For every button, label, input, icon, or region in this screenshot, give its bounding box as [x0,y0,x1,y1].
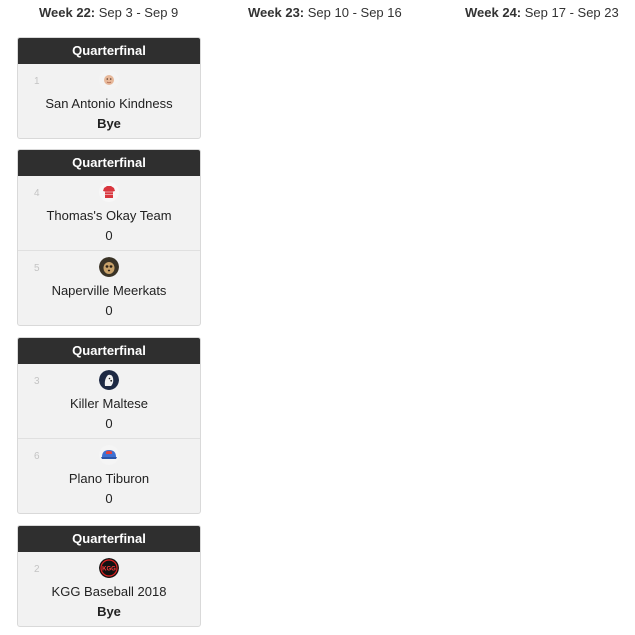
team-row[interactable]: 1 San Antonio Kindness Bye [18,64,200,138]
team-score: 0 [105,416,113,431]
team-row[interactable]: 3 Killer Maltese 0 [18,364,200,438]
matchup-card[interactable]: Quarterfinal 3 Killer Maltese 0 6 Plano … [17,337,201,514]
week-24-header: Week 24: Sep 17 - Sep 23 [465,5,619,20]
matchup-title: Quarterfinal [18,150,200,176]
week-label: Week 22: [39,5,96,20]
meerkat-icon [99,257,119,277]
week-range: Sep 3 - Sep 9 [98,5,179,20]
maltese-dog-icon [99,370,119,390]
seed-number: 1 [34,76,40,87]
week-header-row: Week 22: Sep 3 - Sep 9 Week 23: Sep 10 -… [0,0,635,30]
week-23-header: Week 23: Sep 10 - Sep 16 [248,5,402,20]
team-name: San Antonio Kindness [45,96,173,111]
week-label: Week 23: [248,5,305,20]
matchup-title: Quarterfinal [18,526,200,552]
team-name: Thomas's Okay Team [46,208,172,223]
team-score: Bye [97,116,121,131]
team-row[interactable]: 4 Thomas's Okay Team 0 [18,176,200,250]
team-row[interactable]: 5 Naperville Meerkats 0 [18,250,200,325]
team-score: 0 [105,228,113,243]
team-name: KGG Baseball 2018 [51,584,167,599]
team-name: Naperville Meerkats [51,283,167,298]
matchup-card[interactable]: Quarterfinal 4 Thomas's Okay Team 0 5 Na… [17,149,201,326]
kgg-logo-text: KGG [102,566,116,572]
week-range: Sep 17 - Sep 23 [524,5,619,20]
baby-face-icon [99,70,119,90]
team-row[interactable]: 6 Plano Tiburon 0 [18,438,200,513]
red-jersey-icon [99,182,119,202]
team-name: Plano Tiburon [68,471,150,486]
seed-number: 2 [34,564,40,575]
matchup-card[interactable]: Quarterfinal 1 San Antonio Kindness Bye [17,37,201,139]
week-label: Week 24: [465,5,522,20]
matchup-card[interactable]: Quarterfinal 2 KGG KGG Baseball 2018 Bye [17,525,201,627]
team-score: 0 [105,303,113,318]
matchup-title: Quarterfinal [18,338,200,364]
week-range: Sep 10 - Sep 16 [307,5,402,20]
blue-cap-icon [99,445,119,465]
seed-number: 4 [34,188,40,199]
seed-number: 3 [34,376,40,387]
matchup-title: Quarterfinal [18,38,200,64]
seed-number: 5 [34,263,40,274]
team-row[interactable]: 2 KGG KGG Baseball 2018 Bye [18,552,200,626]
week-22-header: Week 22: Sep 3 - Sep 9 [39,5,178,20]
team-name: Killer Maltese [69,396,149,411]
team-score: Bye [97,604,121,619]
seed-number: 6 [34,451,40,462]
team-score: 0 [105,491,113,506]
kgg-logo-icon: KGG [99,558,119,578]
